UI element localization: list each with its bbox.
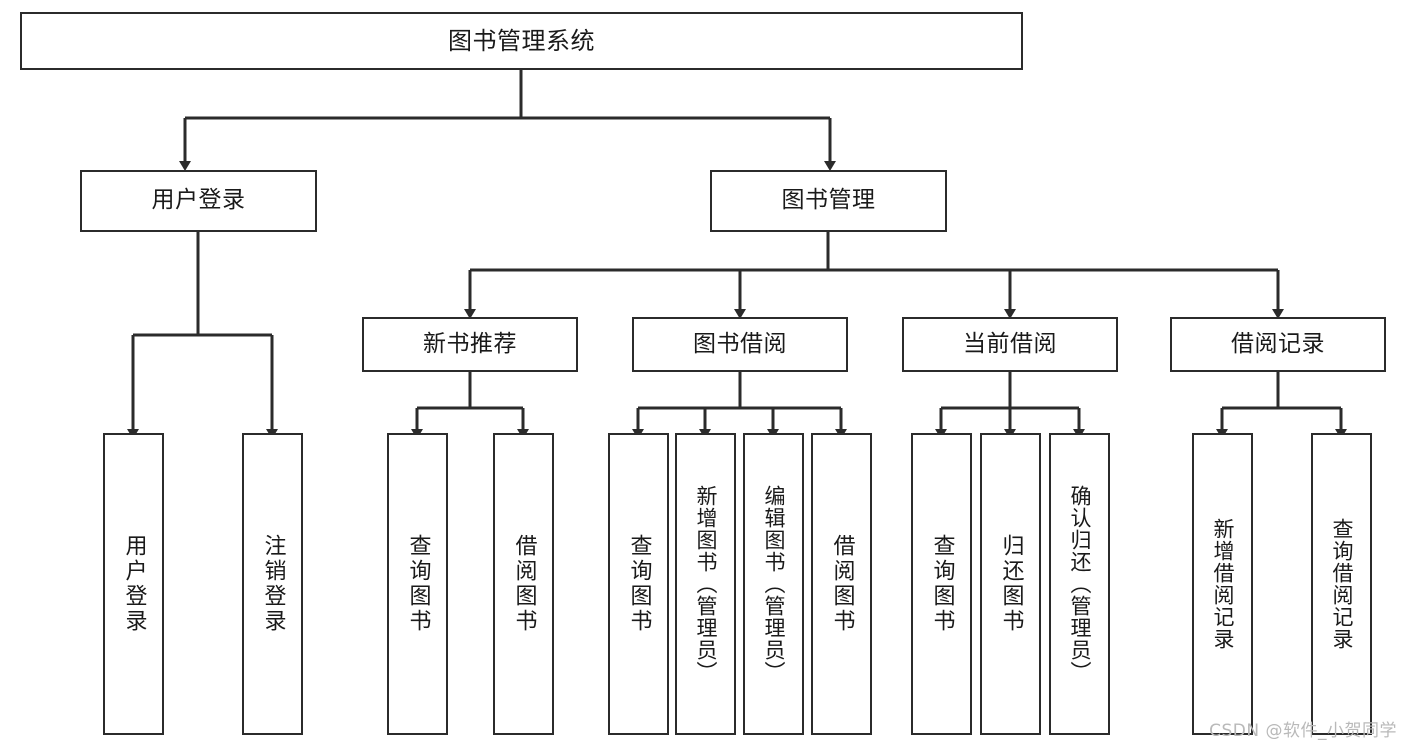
node-leaf-borrow-book-1-label: 借阅图书	[511, 534, 537, 634]
node-book-borrow[interactable]: 图书借阅	[632, 317, 848, 372]
node-borrow-record-label: 借阅记录	[1231, 330, 1325, 357]
node-leaf-query-book-1-label: 查询图书	[405, 534, 431, 634]
node-new-book-recommend-label: 新书推荐	[423, 330, 517, 357]
node-leaf-add-book-label: 新增图书（管理员）	[694, 485, 718, 683]
node-leaf-logout[interactable]: 注销登录	[242, 433, 303, 735]
node-leaf-borrow-book-1[interactable]: 借阅图书	[493, 433, 554, 735]
node-user-login-label: 用户登录	[151, 187, 246, 214]
node-leaf-add-record[interactable]: 新增借阅记录	[1192, 433, 1253, 735]
node-user-login[interactable]: 用户登录	[80, 170, 317, 232]
node-leaf-query-record-label: 查询借阅记录	[1330, 518, 1354, 650]
node-book-borrow-label: 图书借阅	[693, 330, 787, 357]
node-leaf-user-login[interactable]: 用户登录	[103, 433, 164, 735]
node-current-borrow[interactable]: 当前借阅	[902, 317, 1118, 372]
node-borrow-record[interactable]: 借阅记录	[1170, 317, 1386, 372]
node-leaf-edit-book-label: 编辑图书（管理员）	[762, 485, 786, 683]
node-leaf-add-book[interactable]: 新增图书（管理员）	[675, 433, 736, 735]
node-leaf-query-book-2[interactable]: 查询图书	[608, 433, 669, 735]
node-book-manage-label: 图书管理	[781, 187, 876, 214]
node-leaf-query-book-2-label: 查询图书	[626, 534, 652, 634]
node-leaf-confirm-return-label: 确认归还（管理员）	[1068, 485, 1092, 683]
node-leaf-user-login-label: 用户登录	[121, 534, 147, 634]
node-new-book-recommend[interactable]: 新书推荐	[362, 317, 578, 372]
node-leaf-logout-label: 注销登录	[260, 534, 286, 634]
node-leaf-query-book-3[interactable]: 查询图书	[911, 433, 972, 735]
node-leaf-return-book-label: 归还图书	[998, 534, 1024, 634]
node-leaf-borrow-book-2[interactable]: 借阅图书	[811, 433, 872, 735]
node-leaf-query-book-3-label: 查询图书	[929, 534, 955, 634]
node-leaf-confirm-return[interactable]: 确认归还（管理员）	[1049, 433, 1110, 735]
node-leaf-query-record[interactable]: 查询借阅记录	[1311, 433, 1372, 735]
csdn-watermark: CSDN @软件_小贺同学	[1209, 721, 1397, 741]
node-root-label: 图书管理系统	[448, 26, 595, 55]
node-leaf-borrow-book-2-label: 借阅图书	[829, 534, 855, 634]
node-leaf-query-book-1[interactable]: 查询图书	[387, 433, 448, 735]
node-leaf-edit-book[interactable]: 编辑图书（管理员）	[743, 433, 804, 735]
node-leaf-add-record-label: 新增借阅记录	[1211, 518, 1235, 650]
node-leaf-return-book[interactable]: 归还图书	[980, 433, 1041, 735]
node-book-manage[interactable]: 图书管理	[710, 170, 947, 232]
node-current-borrow-label: 当前借阅	[963, 330, 1057, 357]
node-root[interactable]: 图书管理系统	[20, 12, 1023, 70]
